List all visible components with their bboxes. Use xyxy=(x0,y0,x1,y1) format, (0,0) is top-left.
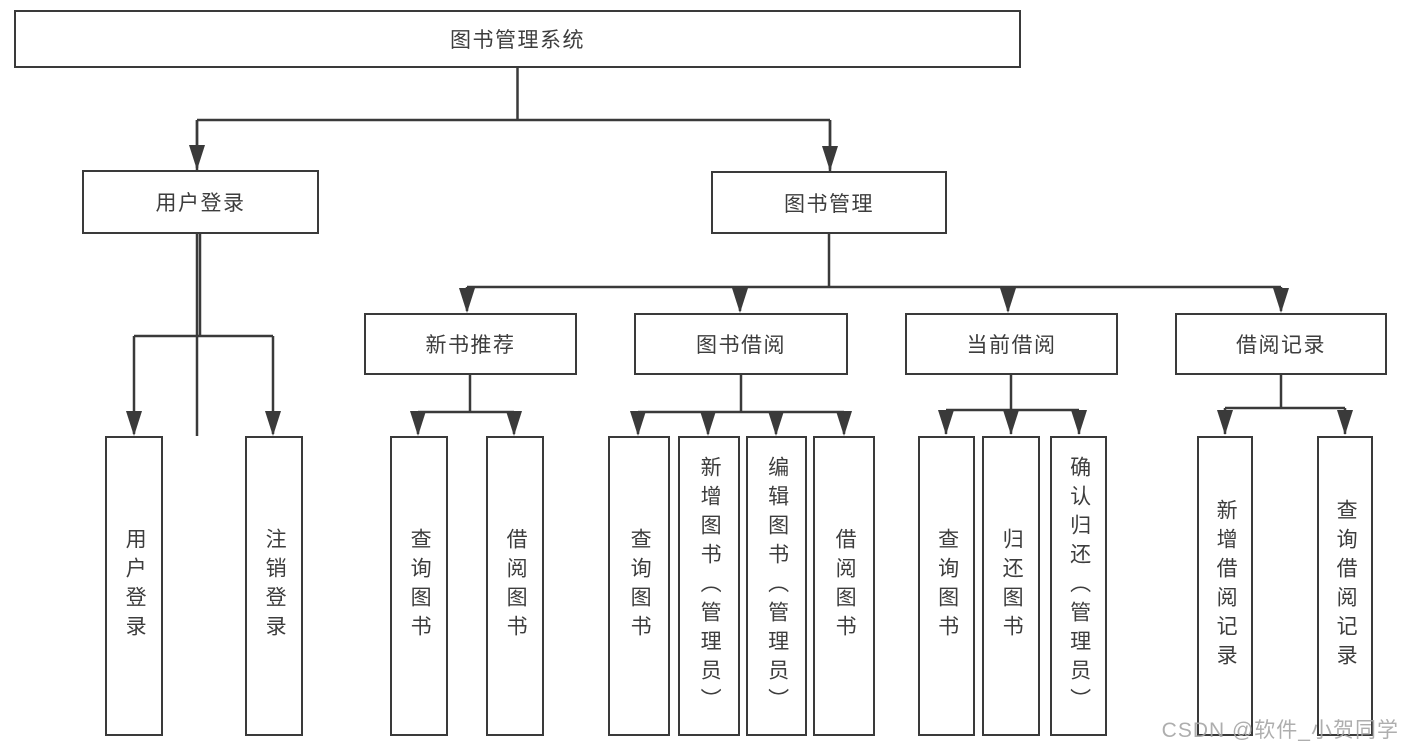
arrowheads xyxy=(126,145,1353,436)
node-current-borrow: 当前借阅 xyxy=(905,313,1118,375)
node-leaf-user-login: 用户登录 xyxy=(105,436,163,736)
node-new-book-recommend: 新书推荐 xyxy=(364,313,577,375)
node-leaf-return-books: 归还图书 xyxy=(982,436,1040,736)
node-leaf-query-borrow-record: 查询借阅记录 xyxy=(1317,436,1373,736)
node-leaf-add-borrow-record: 新增借阅记录 xyxy=(1197,436,1253,736)
node-leaf-confirm-return-admin: 确认归还（管理员） xyxy=(1050,436,1107,736)
node-borrow-record: 借阅记录 xyxy=(1175,313,1387,375)
watermark: CSDN @软件_小贺同学 xyxy=(1161,719,1399,742)
node-leaf-query-books-1: 查询图书 xyxy=(390,436,448,736)
node-leaf-query-books-2: 查询图书 xyxy=(608,436,670,736)
node-leaf-logout: 注销登录 xyxy=(245,436,303,736)
node-book-borrow: 图书借阅 xyxy=(634,313,848,375)
node-leaf-edit-books-admin: 编辑图书（管理员） xyxy=(746,436,807,736)
node-user-login: 用户登录 xyxy=(82,170,319,234)
node-book-management: 图书管理 xyxy=(711,171,947,234)
node-leaf-query-books-3: 查询图书 xyxy=(918,436,975,736)
node-leaf-borrow-books-2: 借阅图书 xyxy=(813,436,875,736)
node-library-management-system: 图书管理系统 xyxy=(14,10,1021,68)
node-leaf-add-books-admin: 新增图书（管理员） xyxy=(678,436,740,736)
node-leaf-borrow-books-1: 借阅图书 xyxy=(486,436,544,736)
